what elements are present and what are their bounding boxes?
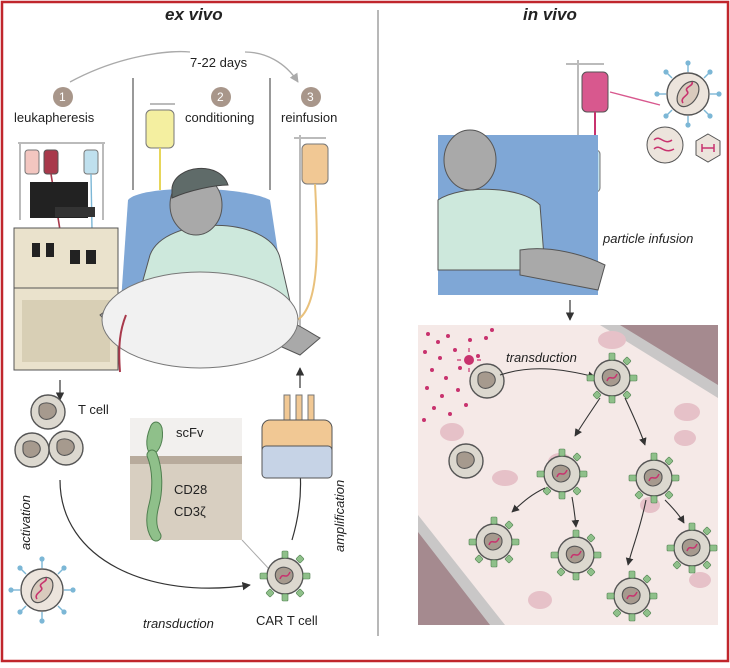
particle-link	[609, 91, 661, 106]
step-2-badge	[211, 87, 231, 107]
step-1-label: leukapheresis	[14, 110, 95, 125]
virus-burst	[457, 348, 481, 372]
reinfusion-bag	[257, 135, 329, 330]
amplification-label: amplification	[332, 480, 347, 552]
arrow-expansion-5	[625, 499, 647, 566]
arrow-transduction-in-vivo	[499, 368, 596, 380]
apheresis-machine	[13, 182, 119, 371]
hexagon-particle	[695, 133, 721, 163]
patient-ex-vivo	[99, 168, 321, 373]
car-t-cell-label: CAR T cell	[256, 613, 318, 628]
ex-vivo-title: ex vivo	[165, 5, 223, 24]
transduction-label-ex-vivo: transduction	[143, 616, 214, 631]
step-2-label: conditioning	[185, 110, 254, 125]
step-1-number: 1	[59, 90, 66, 104]
lipid-nanoparticle	[646, 126, 684, 164]
activation-label: activation	[18, 495, 33, 550]
in-vivo-title: in vivo	[523, 5, 577, 24]
arrow-expansion-2	[624, 397, 647, 446]
cd28-label: CD28	[174, 482, 207, 497]
step-1-badge	[53, 87, 73, 107]
timeline-label: 7-22 days	[190, 55, 248, 70]
car-construct-panel	[130, 418, 271, 571]
unmodified-t-cell	[448, 443, 484, 479]
cd3z-label: CD3ζ	[174, 504, 206, 519]
arrow-expansion-3	[511, 487, 546, 513]
amplification-arrow	[291, 469, 305, 541]
transduction-label-in-vivo: transduction	[506, 350, 577, 365]
step-2-number: 2	[217, 90, 224, 104]
arrow-expansion-4	[571, 496, 580, 528]
step-3-badge	[301, 87, 321, 107]
viral-particle-in-vivo	[653, 59, 723, 129]
transduction-arrow	[59, 479, 251, 591]
t-cell-being-transduced	[469, 363, 505, 399]
patient-in-vivo	[437, 60, 609, 295]
step-3-number: 3	[307, 90, 314, 104]
t-cell-cluster	[14, 394, 84, 468]
scfv-label: scFv	[176, 425, 204, 440]
viral-vector-ex-vivo	[7, 555, 77, 625]
culture-bag	[261, 394, 333, 479]
conditioning-bag	[145, 103, 175, 190]
timeline-arc-left	[69, 51, 191, 83]
timeline-arc-right	[244, 51, 299, 83]
arrow-expansion-1	[574, 397, 601, 437]
step-3-label: reinfusion	[281, 110, 337, 125]
particle-infusion-label: particle infusion	[602, 231, 693, 246]
car-t-cell-ex-vivo	[259, 550, 311, 602]
t-cell-label: T cell	[78, 402, 109, 417]
arrow-expansion-6	[664, 499, 685, 524]
